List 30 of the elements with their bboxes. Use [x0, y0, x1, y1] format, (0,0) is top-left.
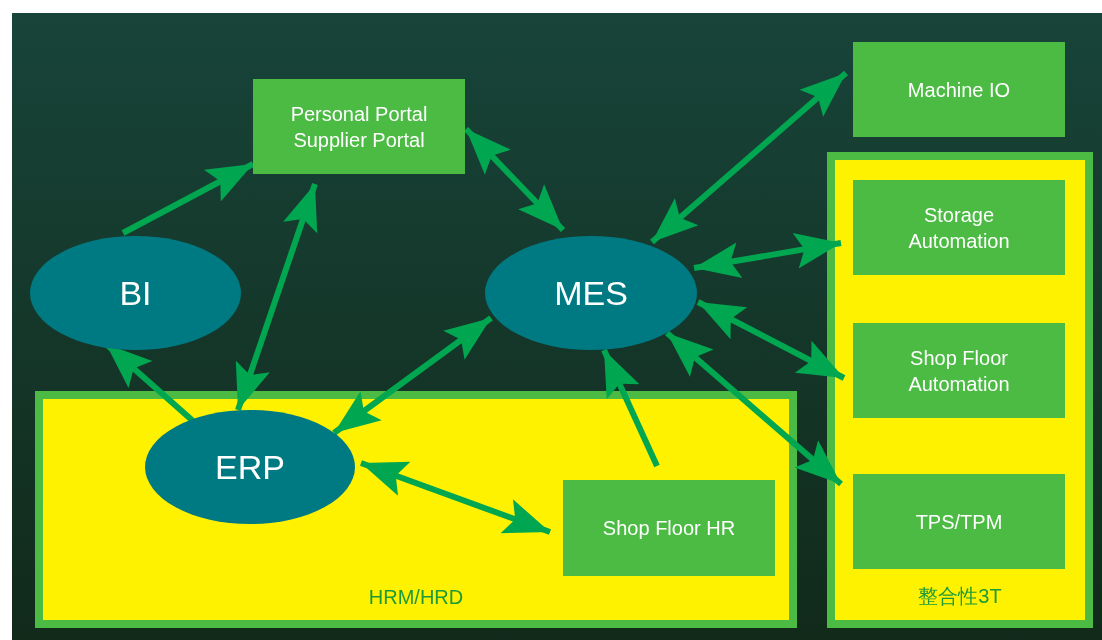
arrow [332, 315, 493, 436]
ellipse-label: ERP [214, 447, 286, 487]
arrow [665, 330, 843, 487]
box-label: TPS/TPM [915, 509, 1003, 535]
arrow [693, 232, 842, 279]
box-label: Shop Floor Automation [907, 345, 1011, 397]
module-box [853, 323, 1065, 418]
module-box [853, 474, 1065, 569]
arrow [650, 70, 848, 245]
arrow [235, 183, 318, 411]
box-label: Personal Portal [290, 101, 428, 127]
module-box [253, 79, 465, 174]
arrow [601, 348, 660, 468]
box-label: Storage Automation [907, 202, 1011, 254]
box-label: Shop Floor HR [602, 516, 736, 541]
box-label: Machine IO [907, 77, 1011, 103]
group-label: HRM/HRD [367, 586, 465, 609]
arrow [463, 126, 566, 233]
group-panel [827, 152, 1093, 628]
group-label: 整合性3T [917, 584, 1003, 609]
arrow [359, 460, 552, 535]
module-box [853, 180, 1065, 275]
module-box [563, 480, 775, 576]
arrow [121, 161, 255, 236]
arrow [696, 299, 846, 381]
box-label: Supplier Portal [293, 127, 425, 153]
ellipse-label: BI [118, 273, 153, 313]
module-box [853, 42, 1065, 137]
ellipse-label: MES [553, 273, 629, 313]
group-panel [35, 391, 797, 628]
